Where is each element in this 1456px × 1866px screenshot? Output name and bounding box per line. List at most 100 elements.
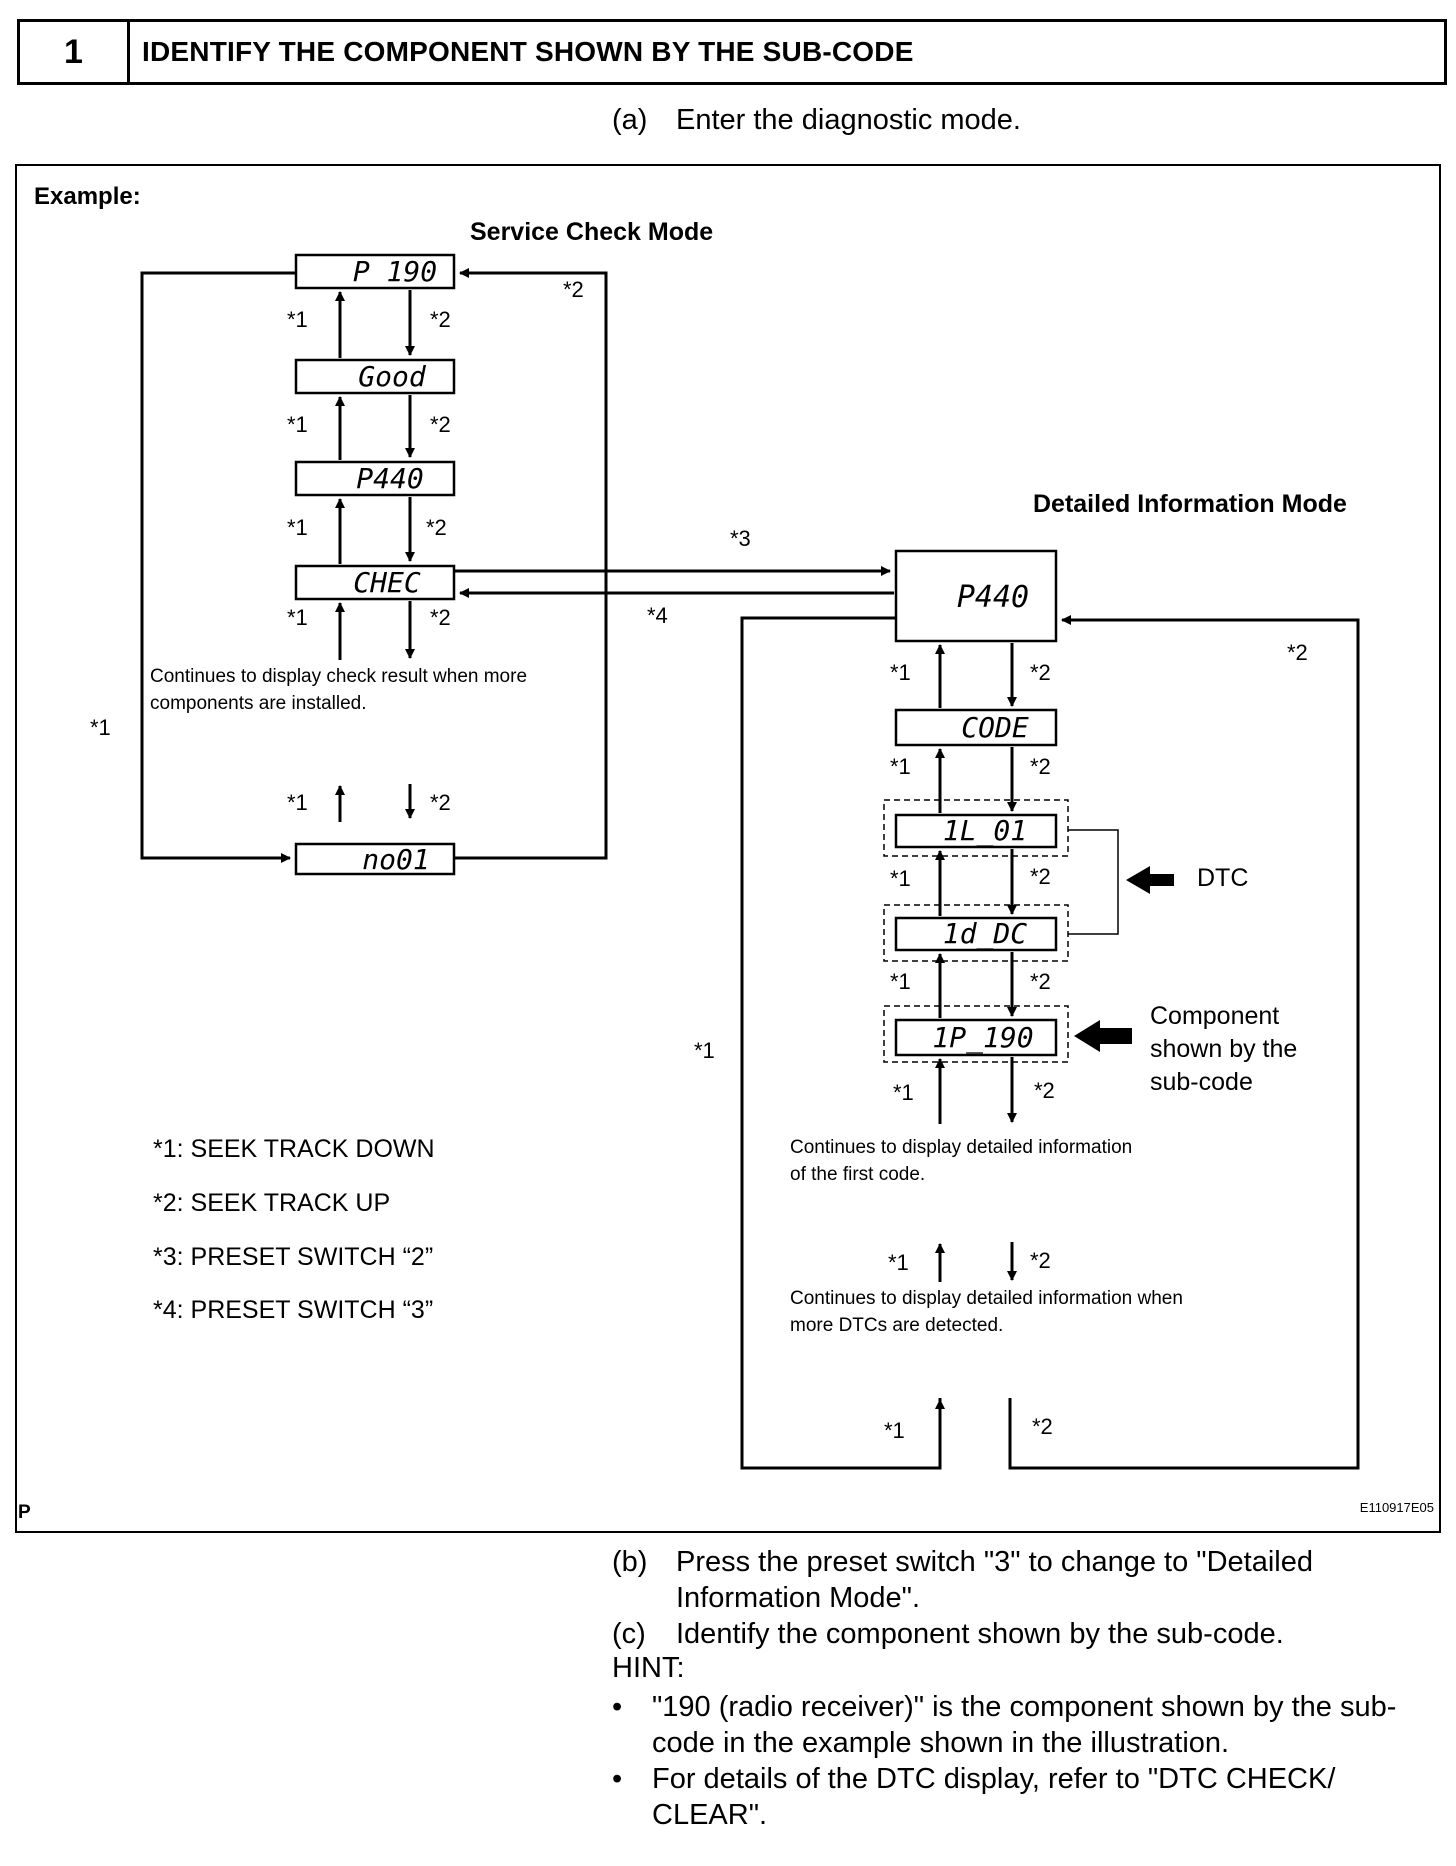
step-c-line: Identify the component shown by the sub-… bbox=[676, 1618, 1284, 1650]
step-a-text: Enter the diagnostic mode. bbox=[676, 104, 1021, 136]
bullet-dot-icon: • bbox=[612, 1763, 623, 1795]
mark: *1 bbox=[890, 660, 911, 685]
figure-corner-label: P bbox=[18, 1502, 31, 1523]
mark: *1 bbox=[890, 969, 911, 994]
hint-label: HINT: bbox=[612, 1652, 685, 1684]
figure-id: E110917E05 bbox=[1360, 1500, 1434, 1515]
detail-display-code-text: CODE bbox=[961, 711, 1029, 744]
mark: *1 bbox=[888, 1250, 909, 1275]
legend-item: *1: SEEK TRACK DOWN bbox=[153, 1135, 435, 1163]
mark: *2 bbox=[430, 605, 451, 630]
service-display-no01-text: no01 bbox=[362, 843, 429, 876]
step-b-line: Press the preset switch "3" to change to… bbox=[676, 1546, 1313, 1578]
mark: *2 bbox=[1030, 660, 1051, 685]
section-title: IDENTIFY THE COMPONENT SHOWN BY THE SUB-… bbox=[142, 36, 914, 67]
mark: *1 bbox=[287, 790, 308, 815]
legend-item: *4: PRESET SWITCH “3” bbox=[153, 1296, 433, 1324]
component-callout-line-2: shown by the bbox=[1150, 1035, 1297, 1063]
service-display-chec: CHEC bbox=[294, 564, 456, 601]
step-c-label: (c) bbox=[612, 1618, 646, 1650]
dtc-callout-label: DTC bbox=[1197, 864, 1248, 892]
detail-display-1l01-text: 1L_01 bbox=[943, 814, 1027, 848]
section-number: 1 bbox=[20, 22, 130, 82]
figure-frame bbox=[15, 164, 1441, 1533]
detail-display-1l01: 1L_01 bbox=[894, 813, 1058, 849]
mark: *1 bbox=[90, 715, 111, 740]
service-display-chec-text: CHEC bbox=[353, 566, 421, 599]
dtc-dashed-frames bbox=[883, 799, 1069, 1063]
step-a-label: (a) bbox=[612, 104, 648, 136]
service-continue-line-1: Continues to display check result when m… bbox=[150, 666, 527, 687]
mark: *2 bbox=[430, 412, 451, 437]
mark: *2 bbox=[1030, 754, 1051, 779]
detail-display-p440-text: P440 bbox=[957, 580, 1029, 615]
mark: *2 bbox=[1030, 1248, 1051, 1273]
component-callout-line-1: Component bbox=[1150, 1002, 1279, 1030]
mark: *3 bbox=[730, 526, 751, 551]
legend-item: *2: SEEK TRACK UP bbox=[153, 1189, 390, 1217]
service-mode-loops bbox=[140, 268, 608, 863]
mark: *2 bbox=[563, 277, 584, 302]
mark: *2 bbox=[426, 515, 447, 540]
hint-line: For details of the DTC display, refer to… bbox=[652, 1763, 1336, 1795]
example-label: Example: bbox=[34, 183, 141, 210]
legend-item: *3: PRESET SWITCH “2” bbox=[153, 1243, 433, 1271]
component-callout-line-3: sub-code bbox=[1150, 1068, 1253, 1096]
detailed-mode-title: Detailed Information Mode bbox=[1033, 490, 1347, 518]
detail-mode-loop bbox=[740, 615, 1360, 1470]
mode-diagram: Example: Service Check Mode Detailed Inf… bbox=[15, 164, 1441, 1533]
service-display-p440: P440 bbox=[294, 460, 456, 497]
mark: *4 bbox=[647, 603, 668, 628]
mark: *1 bbox=[694, 1038, 715, 1063]
detail-display-p440: P440 bbox=[894, 549, 1058, 643]
detail-display-1ddc: 1d_DC bbox=[894, 916, 1058, 952]
detail-mode-marks: *1 *2 *1 *2 *1 *2 *1 *2 *1 *2 *1 *2 *1 *… bbox=[694, 640, 1308, 1443]
service-display-p190: P 190 bbox=[294, 253, 456, 290]
service-continue-line-2: components are installed. bbox=[150, 693, 367, 714]
mark: *2 bbox=[1032, 1414, 1053, 1439]
mark: *2 bbox=[1030, 969, 1051, 994]
step-b-label: (b) bbox=[612, 1546, 648, 1578]
bullet-dot-icon: • bbox=[612, 1691, 623, 1723]
step-c: (c) Identify the component shown by the s… bbox=[612, 1616, 1284, 1652]
service-display-p440-text: P440 bbox=[356, 462, 423, 495]
service-mode-title: Service Check Mode bbox=[470, 218, 713, 246]
service-display-good-text: Good bbox=[358, 360, 427, 393]
step-b-line: Information Mode". bbox=[676, 1582, 921, 1614]
service-mode-arrows bbox=[335, 290, 415, 822]
hint-line: CLEAR". bbox=[652, 1799, 768, 1831]
detail-display-1p190: 1P_190 bbox=[894, 1018, 1058, 1057]
detail-continue-2-line-1: Continues to display detailed informatio… bbox=[790, 1288, 1183, 1309]
mark: *1 bbox=[884, 1418, 905, 1443]
legend: *1: SEEK TRACK DOWN *2: SEEK TRACK UP *3… bbox=[153, 1135, 435, 1324]
step-a: (a) Enter the diagnostic mode. bbox=[612, 104, 1021, 137]
mark: *1 bbox=[287, 605, 308, 630]
mark: *2 bbox=[1034, 1078, 1055, 1103]
service-display-no01: no01 bbox=[294, 842, 456, 876]
service-mode-marks: *1 *2 *1 *2 *1 *2 *1 *2 *1 *2 *2 *1 *3 *… bbox=[90, 277, 751, 815]
hint-line: "190 (radio receiver)" is the component … bbox=[652, 1691, 1397, 1723]
mode-change-arrows bbox=[454, 566, 894, 598]
detail-display-1p190-text: 1P_190 bbox=[932, 1021, 1033, 1055]
detail-continue-2-line-2: more DTCs are detected. bbox=[790, 1315, 1003, 1336]
detail-display-code: CODE bbox=[894, 708, 1058, 747]
service-display-good: Good bbox=[294, 358, 456, 395]
mark: *2 bbox=[1030, 864, 1051, 889]
dtc-callout-arrow-icon bbox=[1126, 866, 1174, 894]
section-header: 1 IDENTIFY THE COMPONENT SHOWN BY THE SU… bbox=[17, 19, 1447, 85]
mark: *1 bbox=[893, 1080, 914, 1105]
mark: *1 bbox=[287, 307, 308, 332]
mark: *2 bbox=[430, 790, 451, 815]
mark: *1 bbox=[287, 515, 308, 540]
mark: *1 bbox=[287, 412, 308, 437]
hint-line: code in the example shown in the illustr… bbox=[652, 1727, 1230, 1759]
mark: *2 bbox=[430, 307, 451, 332]
mark: *2 bbox=[1287, 640, 1308, 665]
mark: *1 bbox=[890, 754, 911, 779]
detail-continue-1-line-1: Continues to display detailed informatio… bbox=[790, 1137, 1132, 1158]
detail-mode-arrows bbox=[935, 643, 1017, 1440]
mark: *1 bbox=[890, 866, 911, 891]
dtc-bracket bbox=[1068, 829, 1119, 935]
component-callout-arrow-icon bbox=[1074, 1020, 1132, 1052]
detail-display-1ddc-text: 1d_DC bbox=[943, 917, 1027, 951]
